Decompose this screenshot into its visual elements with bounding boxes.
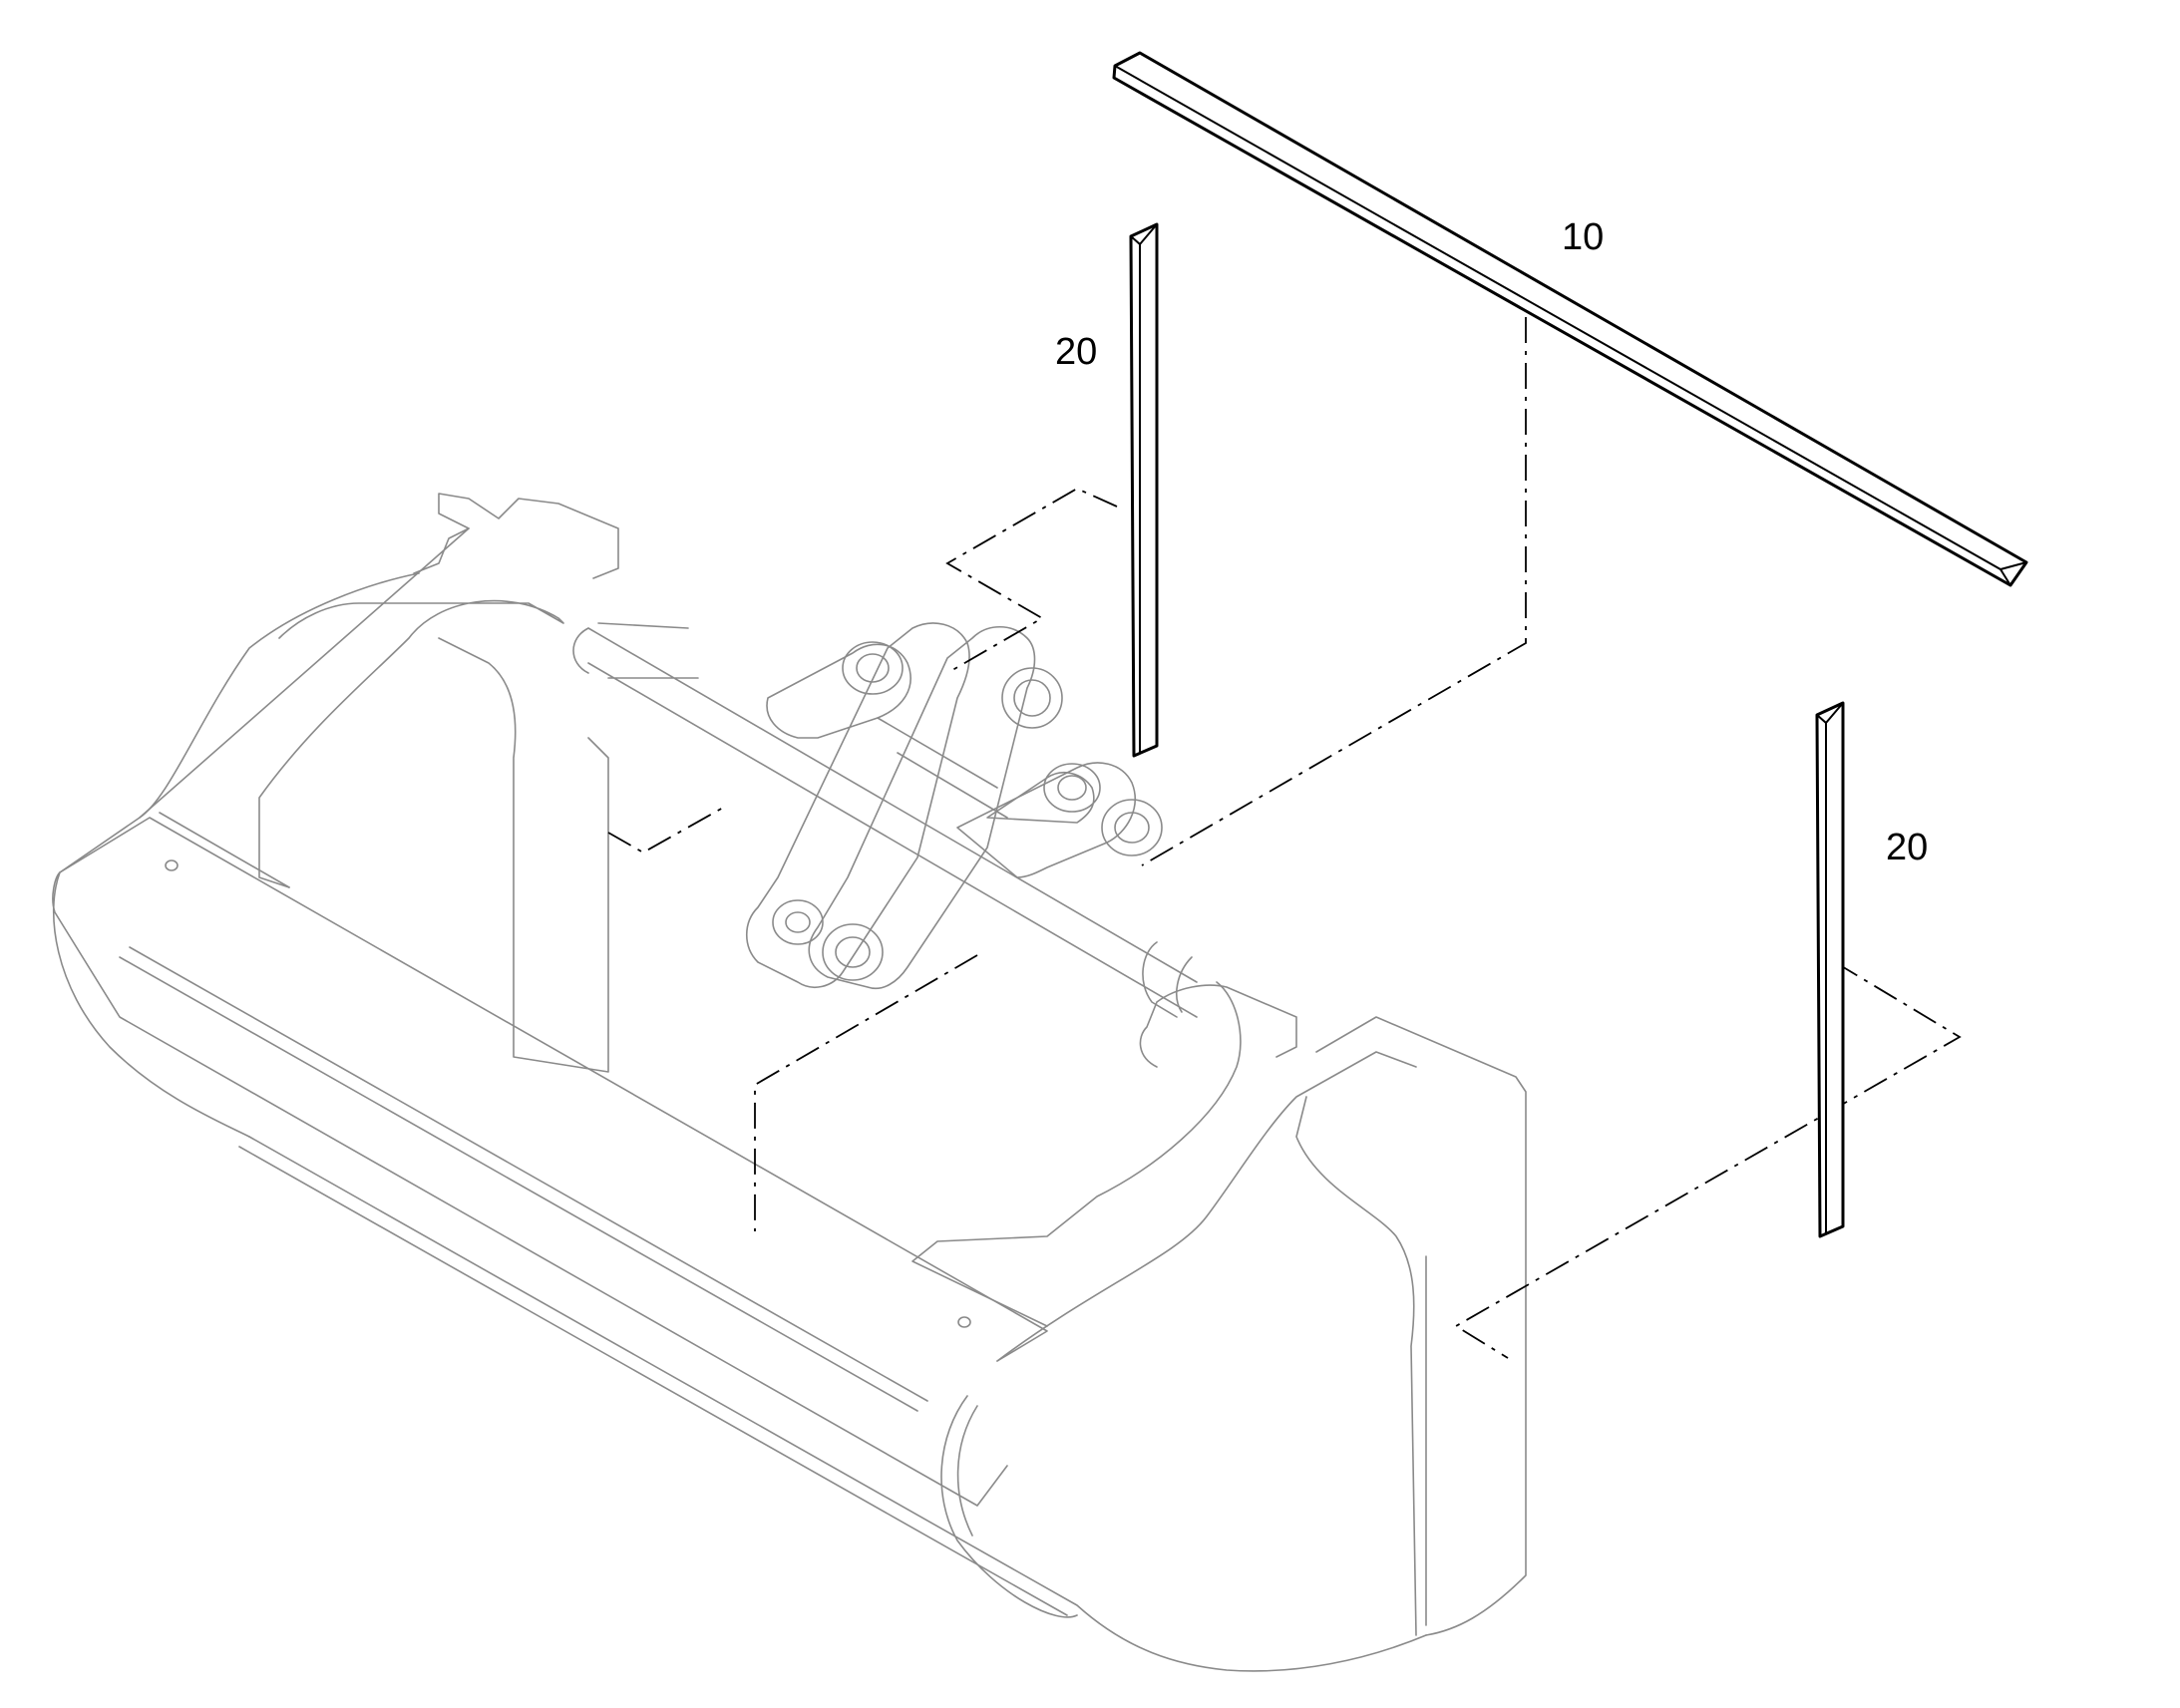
centerline-left-shaft: [607, 807, 724, 854]
excavator-bucket: [52, 493, 1527, 1672]
bucket-right-end: [996, 1016, 1527, 1636]
link-plate-main: [746, 622, 970, 988]
centerline-bottom-shaft: [754, 954, 978, 1231]
bucket-bottom: [238, 1136, 1427, 1672]
bucket-cross-shaft: [572, 622, 1198, 1018]
pin-boss-4-inner: [1114, 812, 1150, 844]
shaft-collar-right: [1142, 941, 1193, 1018]
flat-bar-end-edge: [1999, 568, 2011, 586]
strip-left-body: [1129, 222, 1159, 758]
part-10-flat-bar: [1112, 51, 2028, 587]
flat-bar-body: [1112, 51, 2028, 587]
bucket-left-rail: [139, 527, 470, 819]
pin-boss-3: [1043, 763, 1101, 813]
part-20-strip-left: [1129, 222, 1159, 758]
strip-right-body: [1815, 701, 1845, 1238]
bucket-rear-hook-inner: [1139, 984, 1297, 1068]
lug-lower-right: [956, 762, 1136, 878]
bucket-left-end: [52, 493, 619, 1138]
assembly-centerlines: [607, 317, 1962, 1359]
pin-boss-2-inner: [1013, 679, 1051, 717]
strip-left-front-edge: [1130, 223, 1158, 753]
bucket-rear-hook: [911, 981, 1242, 1327]
pin-boss-5-inner: [785, 911, 811, 933]
callout-20-left: 20: [1055, 331, 1097, 373]
pin-boss-6: [822, 923, 884, 981]
pin-boss-1: [842, 641, 904, 695]
bucket-bolt-hole-right: [957, 1316, 971, 1328]
linkage-assembly: [746, 622, 1193, 1018]
pin-boss-3-inner: [1057, 775, 1087, 801]
pin-boss-4: [1101, 799, 1163, 856]
pin-boss-6-inner: [835, 936, 871, 968]
pin-boss-2: [1001, 667, 1063, 729]
bucket-bolt-hole-left: [165, 859, 179, 871]
bucket-left-plate: [438, 637, 609, 1073]
bucket-left-hook: [258, 599, 564, 888]
lug-mid: [986, 772, 1095, 824]
callout-20-right: 20: [1886, 827, 1928, 868]
callout-10: 10: [1562, 216, 1604, 258]
strip-right-front-edge: [1816, 702, 1844, 1233]
pin-boss-5: [772, 899, 824, 945]
bucket-right-face: [940, 1395, 1078, 1618]
bucket-front-panel: [52, 812, 1048, 1507]
lug-upper-left: [766, 643, 911, 739]
link-plate-back: [808, 626, 1036, 989]
part-20-strip-right: [1815, 701, 1845, 1238]
pin-boss-1-inner: [856, 653, 890, 683]
centerline-right-strip: [1454, 961, 1962, 1359]
centerline-top-bar: [1141, 317, 1527, 866]
pin-boss-group: [772, 641, 1163, 981]
centerline-left-strip: [945, 487, 1118, 674]
